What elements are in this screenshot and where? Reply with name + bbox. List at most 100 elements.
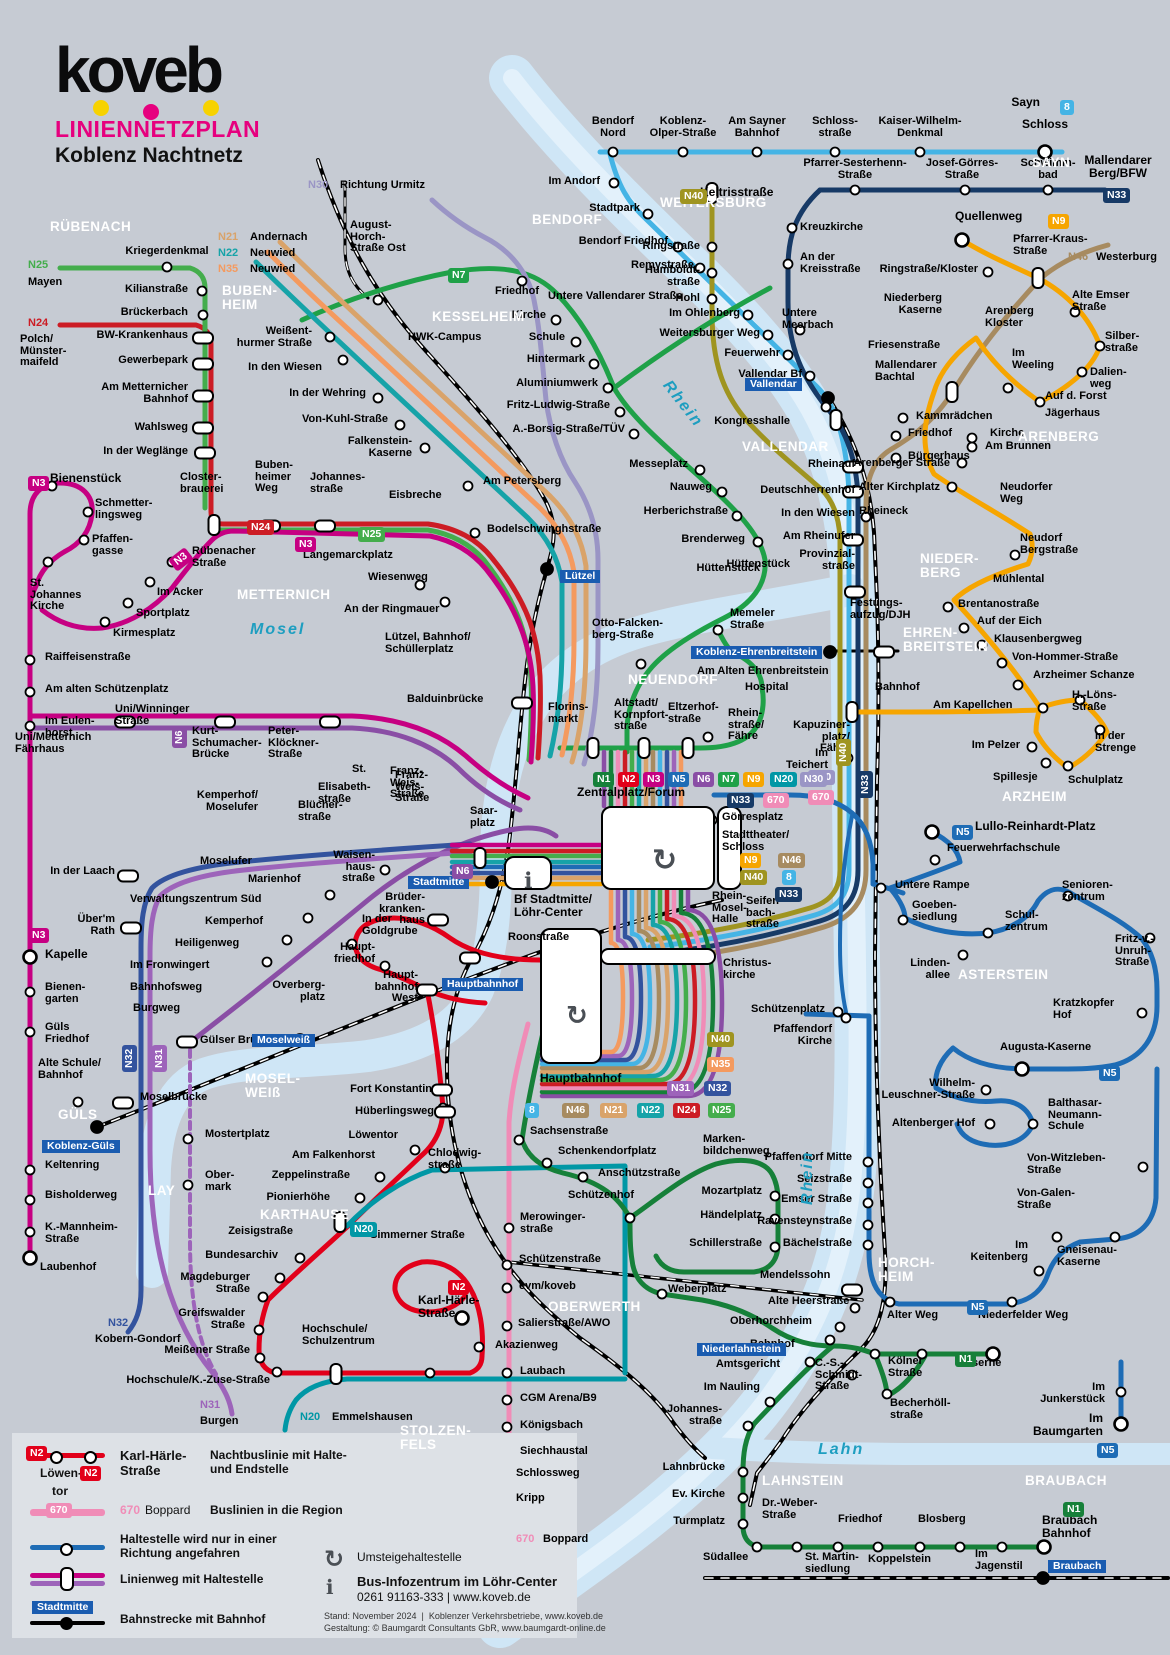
station-label: Balduinbrücke (407, 693, 484, 705)
line-badge-N1: N1 (955, 1352, 977, 1367)
station-dot (439, 596, 451, 608)
station-dot (192, 331, 214, 345)
logo-dot (203, 100, 219, 116)
station-dot (99, 616, 111, 628)
station-label: H.-Löns- Straße (1072, 689, 1117, 713)
station-dot (958, 622, 970, 634)
station-label: Oberhorchheim (730, 1315, 812, 1327)
line-badge-N40: N40 (836, 738, 851, 766)
map-subtitle: Koblenz Nachtnetz (55, 144, 243, 167)
station-dot (1012, 679, 1024, 691)
station-dot (752, 536, 764, 548)
station-dot (1031, 267, 1045, 289)
station-dot (985, 1346, 1001, 1362)
legend-rail-badge: Stadtmitte (32, 1601, 94, 1615)
station-label: Becherhöll- straße (890, 1397, 951, 1421)
route-line (539, 883, 680, 1079)
station-label: Am Petersberg (483, 475, 562, 487)
station-dot (324, 889, 336, 901)
station-label: Weißent- hurmer Straße (236, 325, 312, 349)
station-label: Ev. Kirche (672, 1488, 725, 1500)
station-label: Untere Vallendarer Straße (548, 290, 683, 302)
station-label: Kölner Straße (888, 1355, 923, 1379)
station-dot (427, 913, 449, 927)
station-label: Kongresshalle (714, 415, 790, 427)
region-label: ARENBERG (1018, 429, 1100, 444)
route-line (740, 1343, 1047, 1550)
line-badge-N24: N24 (673, 1103, 701, 1118)
station-dot (834, 1321, 846, 1333)
station-label: Deutschherrenhof (760, 484, 855, 496)
station-dot (261, 956, 273, 968)
station-label: Im Keitenberg (970, 1239, 1028, 1263)
header: koveb LINIENNETZPLAN Koblenz Nachtnetz (55, 38, 260, 168)
station-label: Weitersburger Weg (659, 327, 760, 339)
station-dot (1074, 694, 1086, 706)
line-badge-N33: N33 (858, 770, 873, 798)
station-dot (112, 1096, 134, 1110)
station-label: Friedhof (838, 1513, 882, 1525)
line-badge-N9: N9 (743, 772, 765, 787)
station-dot (503, 1222, 515, 1234)
station-label: Untere Meerbach (782, 307, 834, 331)
station-dot (982, 266, 994, 278)
station-label: Schützenhof (568, 1189, 634, 1201)
station-dot (860, 511, 872, 523)
station-label: Eisbreche (389, 489, 442, 501)
station-dot (954, 232, 970, 248)
station-label: Kriegerdenkmal (125, 245, 209, 257)
station-label: Löwentor (348, 1129, 399, 1141)
station-label: Sportplatz (136, 607, 190, 619)
direction-label: N35 (218, 263, 239, 275)
station-label: Mühlental (993, 573, 1045, 585)
legend-n2-badge: N2 (26, 1446, 48, 1461)
station-dot (409, 1144, 421, 1156)
station-label: Schul- zentrum (1005, 909, 1048, 933)
line-badge-N3: N3 (643, 772, 665, 787)
route-line (611, 285, 773, 391)
direction-label: N25 (28, 259, 49, 271)
station-dot (996, 1541, 1008, 1553)
station-dot (24, 1026, 36, 1038)
station-dot (473, 847, 487, 869)
station-dot (742, 1420, 754, 1432)
station-dot (844, 585, 866, 599)
station-dot (257, 1291, 269, 1303)
station-label: Von-Hommer-Straße (1012, 651, 1119, 663)
station-dot (980, 1084, 992, 1096)
region-label: NEUENDORF (628, 672, 719, 687)
station-dot (1027, 1118, 1039, 1130)
station-label: Zeisigstraße (228, 1225, 293, 1237)
legend-670-badge: 670 (46, 1503, 72, 1518)
station-dot (873, 645, 895, 659)
station-label: Festungs- aufzug/DJH (850, 597, 911, 621)
interchange-hub-box (600, 948, 716, 965)
transfer-icon: ↻ (566, 1000, 588, 1030)
station-label: In der Goldgrube (362, 913, 418, 937)
station-dot (716, 486, 728, 498)
station-label: Wiesenweg (368, 571, 428, 583)
station-label: Im Fronwingert (130, 959, 210, 971)
station-label: St. Martin- siedlung (805, 1551, 859, 1575)
station-label: Neuwied (250, 247, 296, 259)
station-dot (712, 624, 724, 636)
station-dot (956, 457, 968, 469)
station-label: Mallendarer Berg/BFW (1084, 153, 1152, 180)
station-label: Sayn (1011, 95, 1040, 109)
station-dot (862, 1156, 874, 1168)
station-dot (702, 731, 714, 743)
station-label: Josef-Görres- Straße (925, 157, 999, 181)
station-label: Balthasar- Neumann- Schule (1048, 1097, 1102, 1133)
legend-weg-text: Linienweg mit Haltestelle (120, 1572, 264, 1586)
station-dot (829, 409, 843, 431)
koveb-logo: koveb (55, 38, 260, 120)
station-dot (1144, 932, 1156, 944)
route-line (645, 189, 843, 943)
station-label: In der Wehring (289, 387, 366, 399)
line-badge-N5: N5 (1097, 1443, 1119, 1458)
line-badge-N21: N21 (600, 1103, 628, 1118)
station-label: Polch/ Münster- maifeld (20, 333, 67, 369)
station-dot (78, 534, 90, 546)
line-badge-N9: N9 (1048, 214, 1070, 229)
station-label: Arenberger Straße (853, 457, 950, 469)
